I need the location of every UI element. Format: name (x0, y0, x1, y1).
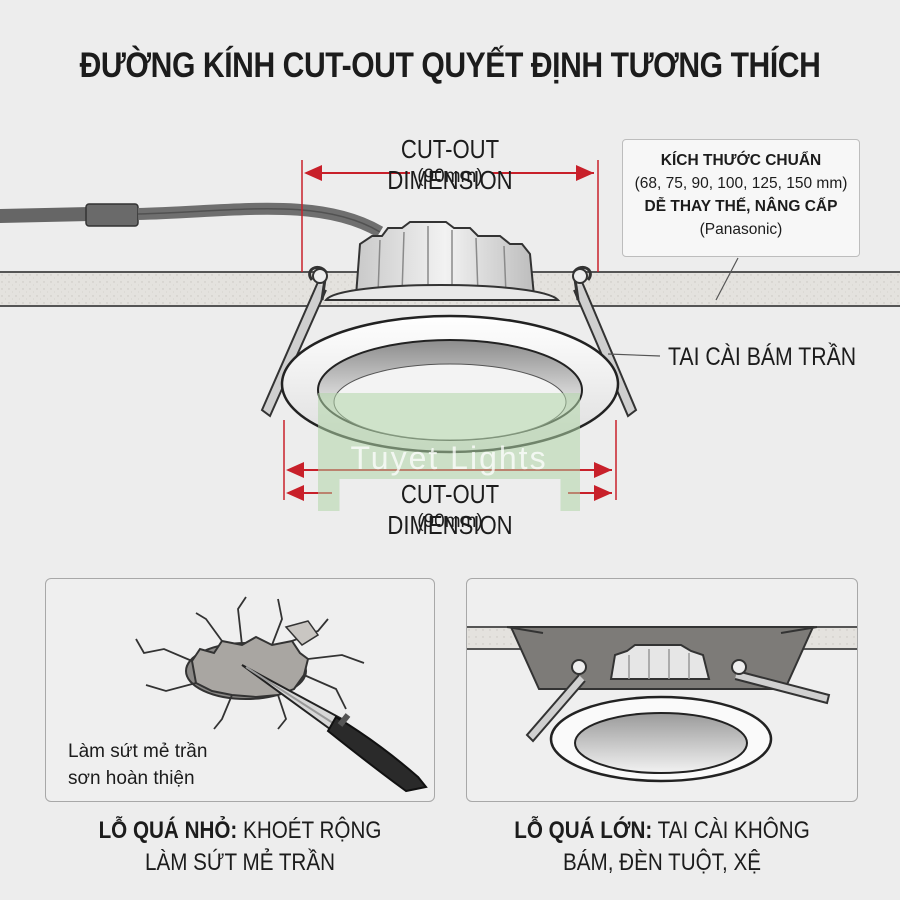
spec-brand: (Panasonic) (699, 221, 783, 238)
bottom-dimension-label: CUT-OUT DIMENSION (339, 479, 561, 541)
right-caption-rest: TAI CÀI KHÔNG (652, 817, 810, 844)
right-caption-line2: BÁM, ĐÈN TUỘT, XỆ (562, 849, 762, 876)
clip-callout-line (607, 353, 661, 357)
left-caption: LỖ QUÁ NHỎ: KHOÉT RỘNG LÀM SỨT MẺ TRẦN (68, 815, 412, 879)
panel-hole-too-large (466, 578, 858, 802)
left-caption-line2: LÀM SỨT MẺ TRẦN (144, 849, 336, 876)
spec-title: KÍCH THƯỚC CHUẨN (660, 152, 822, 169)
spec-box: KÍCH THƯỚC CHUẨN (68, 75, 90, 100, 125, … (622, 139, 860, 257)
crack-note-line1: Làm sứt mẻ trần (68, 741, 208, 762)
spec-callout-line (715, 257, 739, 301)
top-dimension-label: CUT-OUT DIMENSION (387, 134, 513, 195)
panel-hole-too-small (45, 578, 435, 802)
heatsink-body (324, 221, 561, 301)
watermark-text: Tuyet Lights (350, 440, 548, 476)
left-caption-bold: LỖ QUÁ NHỎ: (98, 817, 238, 844)
power-cable (0, 202, 384, 238)
clip-label: TAI CÀI BÁM TRẦN (668, 343, 857, 371)
mounting-clip-left (260, 266, 328, 418)
crack-note: Làm sứt mẻ trần sơn hoàn thiện (68, 738, 207, 792)
spec-sizes: (68, 75, 90, 100, 125, 150 mm) (634, 175, 848, 192)
left-caption-rest: KHOÉT RỘNG (237, 817, 382, 844)
right-caption-bold: LỖ QUÁ LỚN: (514, 817, 653, 844)
page-title: ĐƯỜNG KÍNH CUT-OUT QUYẾT ĐỊNH TƯƠNG THÍC… (79, 46, 821, 85)
top-dimension-value: (90mm) (417, 166, 483, 187)
right-caption: LỖ QUÁ LỚN: TAI CÀI KHÔNG BÁM, ĐÈN TUỘT,… (490, 815, 834, 879)
bottom-dimension-value: (90mm) (417, 511, 483, 532)
spec-upgrade: DỄ THAY THẾ, NÂNG CẤP (644, 198, 838, 215)
crack-note-line2: sơn hoàn thiện (68, 768, 195, 789)
broken-ceiling-illustration (135, 596, 428, 793)
top-dimension-line (301, 160, 599, 272)
loose-downlight-illustration (467, 626, 857, 783)
